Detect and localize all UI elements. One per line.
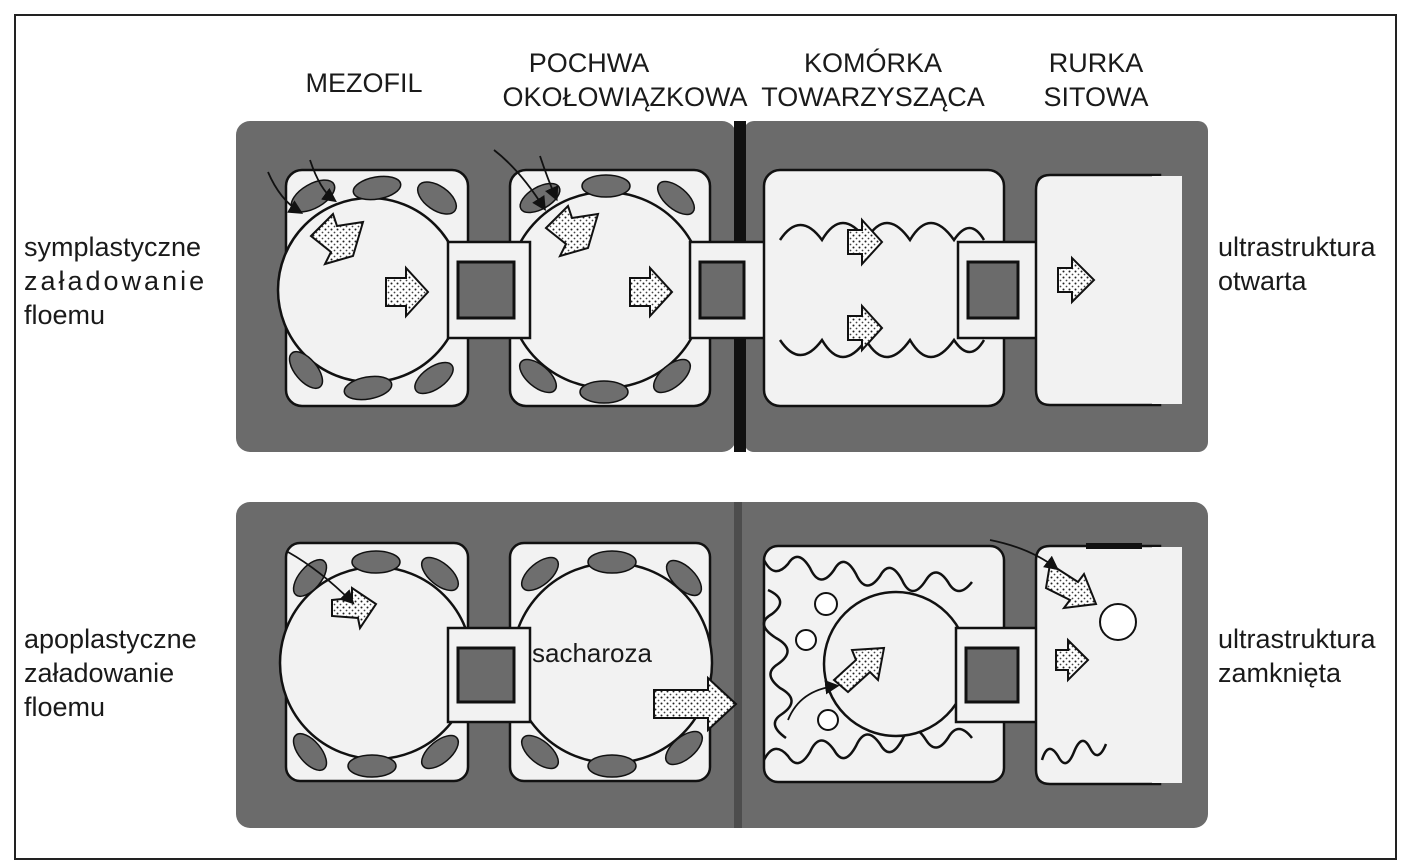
top-row-diagram: [236, 121, 1208, 452]
top-right-label-line2: otwarta: [1218, 264, 1307, 298]
bottom-row-diagram: [236, 502, 1208, 828]
bottom-vesicle-3: [818, 710, 838, 730]
sucrose-label: sacharoza: [532, 636, 652, 670]
column-label-pochwa-line1: POCHWA: [529, 46, 650, 80]
bottom-companion-vacuole: [824, 592, 968, 736]
top-left-label-line3: floemu: [24, 298, 105, 332]
column-label-pochwa-line2: OKOŁOWIĄZKOWA: [502, 80, 747, 114]
bottom-vesicle-2: [796, 630, 816, 650]
bottom-mesophyll-vacuole: [280, 567, 472, 759]
top-left-label-line2: załadowanie: [24, 264, 207, 298]
top-sieve-tube: [1036, 175, 1160, 405]
top-left-label-line1: symplastyczne: [24, 230, 201, 264]
bottom-right-label-line2: zamknięta: [1218, 656, 1341, 690]
column-label-komorka-line2: TOWARZYSZĄCA: [761, 80, 985, 114]
top-pit-1: [458, 262, 514, 318]
bottom-sieve-vesicle: [1100, 604, 1136, 640]
bottom-pit-2: [966, 648, 1018, 702]
bottom-left-label-line2: załadowanie: [24, 656, 174, 690]
top-right-label-line1: ultrastruktura: [1218, 230, 1376, 264]
bottom-left-label-line1: apoplastyczne: [24, 622, 197, 656]
top-sieve-tube-mask: [1152, 176, 1182, 404]
bottom-left-label-line3: floemu: [24, 690, 105, 724]
bottom-pit-1: [458, 648, 514, 702]
top-bundle-sheath-vacuole: [508, 192, 704, 388]
bottom-right-label-line1: ultrastruktura: [1218, 622, 1376, 656]
bottom-sieve-tube-mask: [1152, 547, 1182, 783]
column-label-rurka-line2: SITOWA: [1043, 80, 1148, 114]
bottom-vesicle-1: [815, 593, 837, 615]
top-pit-2: [700, 262, 744, 318]
bottom-middle-lamella: [734, 502, 742, 828]
top-pit-3: [968, 262, 1018, 318]
column-label-mezofil: MEZOFIL: [305, 66, 422, 100]
column-label-rurka-line1: RURKA: [1049, 46, 1144, 80]
column-label-komorka-line1: KOMÓRKA: [804, 46, 942, 80]
